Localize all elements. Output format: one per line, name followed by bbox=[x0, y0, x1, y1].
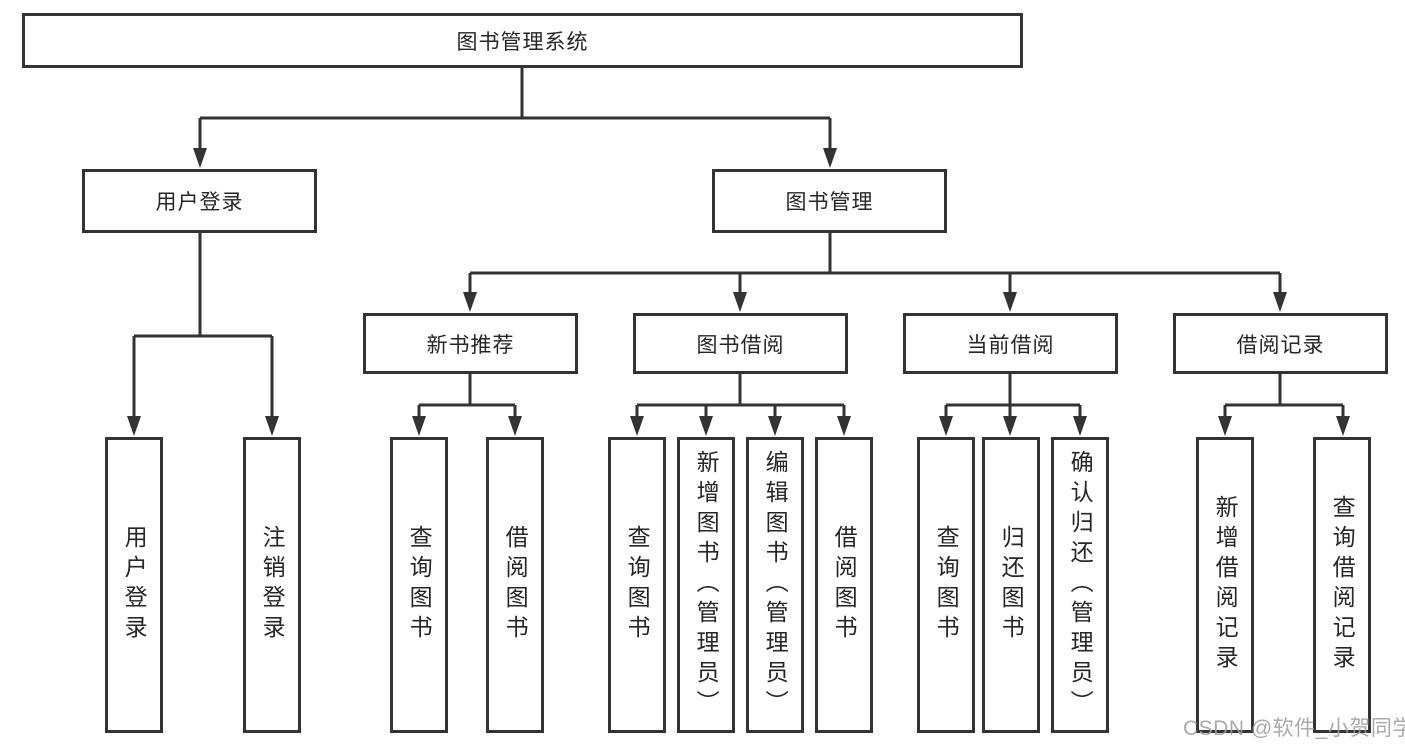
node-label: 查询图书 bbox=[406, 525, 433, 645]
node-label: 新增图书（管理员） bbox=[693, 450, 720, 720]
node-book-borrow: 图书借阅 bbox=[633, 313, 848, 374]
node-leaf-borrow-books: 借阅图书 bbox=[815, 437, 873, 733]
node-leaf-query-books-recommend: 查询图书 bbox=[390, 437, 448, 733]
node-leaf-user-login: 用户登录 bbox=[105, 437, 163, 733]
node-leaf-confirm-return-admin: 确认归还（管理员） bbox=[1051, 437, 1109, 733]
node-label: 图书管理系统 bbox=[456, 30, 589, 54]
node-label: 用户登录 bbox=[121, 525, 148, 645]
csdn-watermark: CSDN @软件_小贺同学 bbox=[1183, 717, 1405, 740]
node-label: 借阅图书 bbox=[831, 525, 858, 645]
node-leaf-add-borrow-record: 新增借阅记录 bbox=[1196, 437, 1254, 733]
node-current-borrow: 当前借阅 bbox=[903, 313, 1118, 374]
node-book-management: 图书管理 bbox=[712, 169, 947, 233]
node-label: 注销登录 bbox=[259, 525, 286, 645]
node-leaf-return-books: 归还图书 bbox=[982, 437, 1040, 733]
node-label: 图书管理 bbox=[785, 191, 874, 214]
node-label: 确认归还（管理员） bbox=[1067, 450, 1094, 720]
node-label: 用户登录 bbox=[155, 191, 244, 214]
node-label: 当前借阅 bbox=[966, 333, 1055, 357]
node-borrow-records: 借阅记录 bbox=[1173, 313, 1388, 374]
node-label: 归还图书 bbox=[998, 525, 1025, 645]
node-leaf-borrow-books-recommend: 借阅图书 bbox=[486, 437, 544, 733]
node-label: 查询借阅记录 bbox=[1329, 495, 1356, 675]
node-leaf-edit-books-admin: 编辑图书（管理员） bbox=[746, 437, 804, 733]
node-leaf-query-books-current: 查询图书 bbox=[917, 437, 975, 733]
node-leaf-query-borrow-record: 查询借阅记录 bbox=[1313, 437, 1371, 733]
node-label: 图书借阅 bbox=[696, 333, 785, 357]
node-label: 查询图书 bbox=[933, 525, 960, 645]
node-leaf-logout: 注销登录 bbox=[243, 437, 301, 733]
node-label: 新书推荐 bbox=[426, 333, 515, 357]
node-label: 查询图书 bbox=[624, 525, 651, 645]
node-label: 借阅图书 bbox=[502, 525, 529, 645]
node-label: 借阅记录 bbox=[1236, 333, 1325, 357]
node-label: 编辑图书（管理员） bbox=[762, 450, 789, 720]
node-label: 新增借阅记录 bbox=[1212, 495, 1239, 675]
node-leaf-query-books-borrow: 查询图书 bbox=[608, 437, 666, 733]
node-new-book-recommend: 新书推荐 bbox=[363, 313, 578, 374]
node-book-management-system: 图书管理系统 bbox=[22, 13, 1023, 68]
node-leaf-add-books-admin: 新增图书（管理员） bbox=[677, 437, 735, 733]
node-user-login: 用户登录 bbox=[82, 169, 317, 233]
